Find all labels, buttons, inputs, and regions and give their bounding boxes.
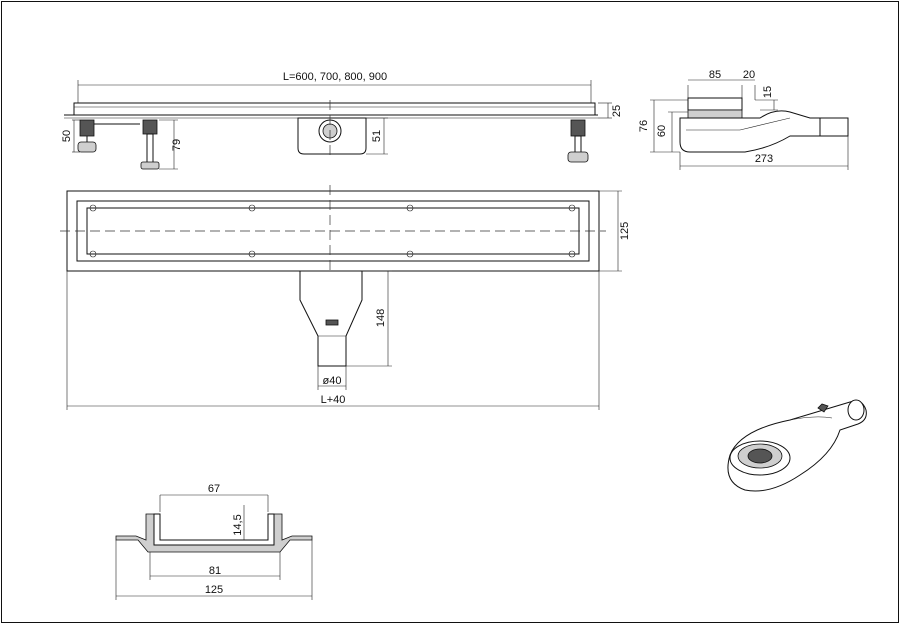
plan-length-label: L+40 [321, 394, 346, 406]
side-76-label: 76 [638, 120, 650, 132]
plan-125-label: 125 [619, 222, 631, 240]
length-dimension-label: L=600, 700, 800, 900 [283, 71, 387, 83]
side-20-label: 20 [743, 69, 755, 81]
outlet-51-label: 51 [371, 130, 383, 142]
section-67-label: 67 [208, 483, 220, 495]
plan-diameter-label: ø40 [323, 375, 342, 387]
elevation-view: L=600, 700, 800, 900 25 50 79 [61, 71, 623, 170]
leg-50-label: 50 [61, 130, 73, 142]
section-view: 67 14,5 81 125 [115, 483, 313, 600]
leg-79-label: 79 [171, 139, 183, 151]
side-85-label: 85 [709, 69, 721, 81]
height-25-label: 25 [611, 105, 623, 117]
section-125-label: 125 [205, 584, 223, 596]
section-14-5-label: 14,5 [232, 514, 244, 535]
isometric-view [727, 399, 867, 492]
side-15-label: 15 [762, 86, 774, 98]
plan-view: 125 148 ø40 L+40 [60, 185, 631, 410]
side-60-label: 60 [656, 125, 668, 137]
side-view: 85 20 15 76 60 273 [638, 69, 849, 170]
section-81-label: 81 [209, 565, 221, 577]
side-273-label: 273 [755, 153, 773, 165]
plan-148-label: 148 [375, 309, 387, 327]
